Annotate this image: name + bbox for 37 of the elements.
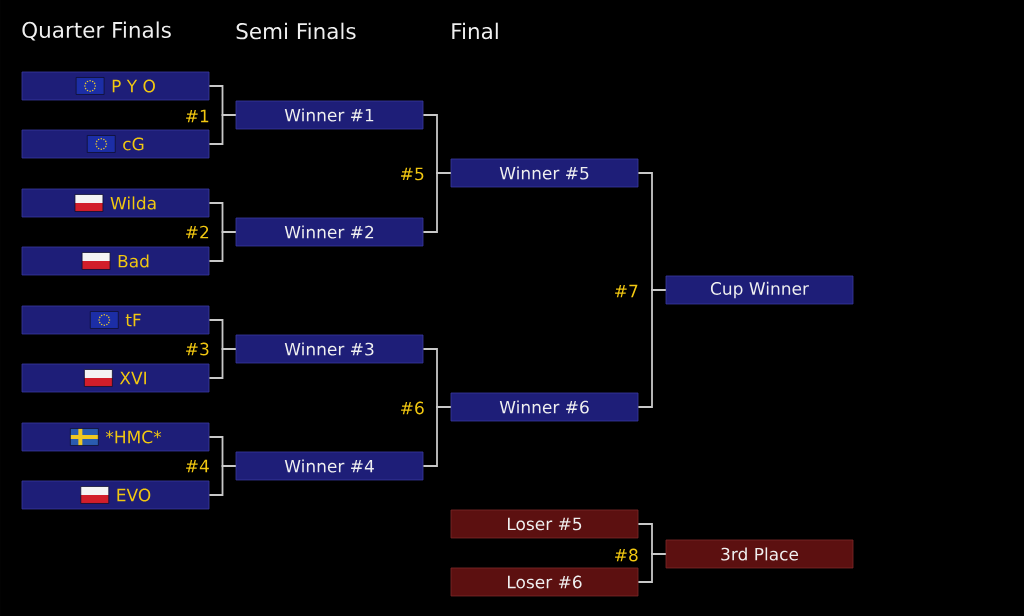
result-box: Winner #3: [235, 334, 424, 364]
match-number: #3: [186, 342, 209, 356]
result-box: Winner #4: [235, 451, 424, 481]
bracket-line: [208, 348, 237, 379]
bracket-line: [208, 114, 237, 145]
team-box: tF: [21, 305, 210, 335]
result-box: Loser #5: [450, 509, 639, 539]
bracket-line: [637, 289, 667, 408]
team-box: XVI: [21, 363, 210, 393]
match-number: #1: [186, 109, 209, 123]
result-box: 3rd Place: [665, 539, 854, 569]
column-heading: Final: [452, 22, 498, 40]
bracket-line: [637, 553, 667, 583]
team-box: *HMC*: [21, 422, 210, 452]
match-number: #4: [186, 459, 209, 473]
result-box: Cup Winner: [665, 275, 854, 305]
result-box: Winner #5: [450, 158, 639, 188]
match-number: #8: [615, 548, 638, 562]
match-number: #6: [401, 401, 424, 415]
bracket-line: [422, 406, 452, 467]
team-box: P Y O: [21, 71, 210, 101]
bracket-line: [422, 172, 452, 233]
result-box: Winner #2: [235, 217, 424, 247]
column-heading: Semi Finals: [236, 22, 356, 40]
column-heading: Quarter Finals: [22, 21, 171, 41]
match-number: #2: [186, 225, 209, 239]
team-box: EVO: [21, 480, 210, 510]
bracket-line: [208, 465, 237, 496]
team-box: cG: [21, 129, 210, 159]
result-box: Winner #6: [450, 392, 639, 422]
bracket-line: [208, 231, 237, 262]
result-box: Loser #6: [450, 567, 639, 597]
match-number: #7: [615, 284, 638, 298]
team-box: Bad: [21, 246, 210, 276]
result-box: Winner #1: [235, 100, 424, 130]
match-number: #5: [401, 167, 424, 181]
team-box: Wilda: [21, 188, 210, 218]
